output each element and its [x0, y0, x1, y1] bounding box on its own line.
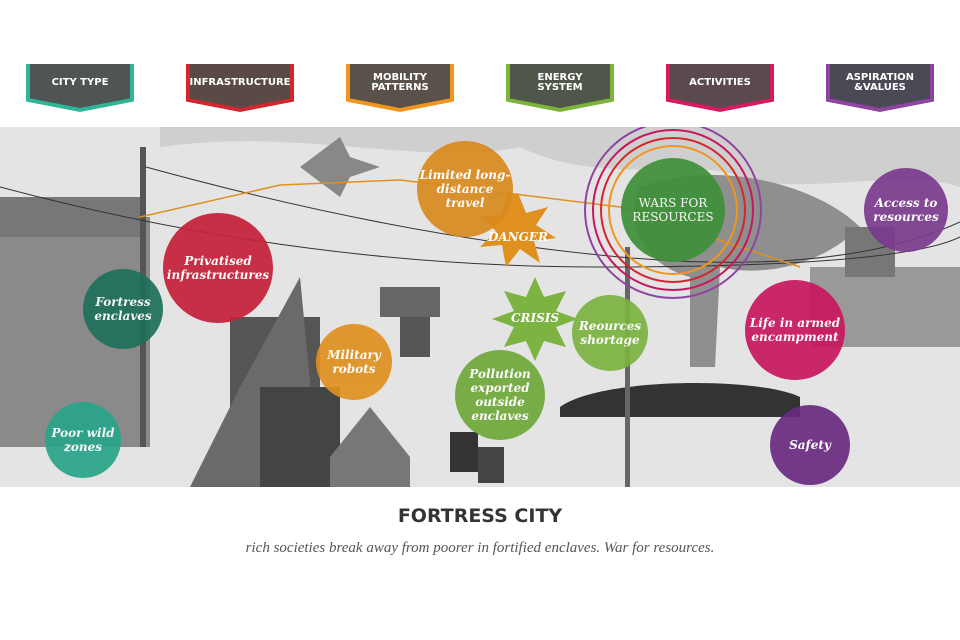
bubble-pollution-exported: Pollution exported outside enclaves: [455, 350, 545, 440]
danger-star: [480, 193, 556, 267]
bubble-life-armed-encampment: Life in armed encampment: [745, 280, 845, 380]
bubble-limited-travel: Limited long-distance travel: [417, 141, 513, 237]
tab-label: MOBILITY PATTERNS: [350, 64, 450, 108]
category-tab-aspiration: ASPIRATION &VALUES: [826, 64, 934, 112]
scenario-subtitle: rich societies break away from poorer in…: [245, 540, 715, 556]
bubble-military-robots: Military robots: [316, 324, 392, 400]
scenario-title: FORTRESS CITY: [397, 505, 563, 527]
danger-label: DANGER: [487, 230, 549, 244]
category-tab-activities: ACTIVITIES: [666, 64, 774, 112]
tab-label: INFRASTRUCTURE: [190, 64, 290, 108]
tab-label: ACTIVITIES: [670, 64, 770, 108]
crisis-label: CRISIS: [510, 311, 560, 325]
tab-label: CITY TYPE: [30, 64, 130, 108]
bubble-wars-for-resources: WARS FOR RESOURCES: [621, 158, 725, 262]
category-tab-mobility: MOBILITY PATTERNS: [346, 64, 454, 112]
tab-label: ASPIRATION &VALUES: [830, 64, 930, 108]
bubble-safety: Safety: [770, 405, 850, 485]
category-tab-energy: ENERGY SYSTEM: [506, 64, 614, 112]
category-tab-city-type: CITY TYPE: [26, 64, 134, 112]
bubble-privatised-infrastructures: Privatised infrastructures: [163, 213, 273, 323]
bubble-access-to-resources: Access to resources: [864, 168, 948, 252]
bubble-fortress-enclaves: Fortress enclaves: [83, 269, 163, 349]
bubble-poor-wild-zones: Poor wild zones: [45, 402, 121, 478]
tab-label: ENERGY SYSTEM: [510, 64, 610, 108]
crisis-star: [492, 277, 578, 361]
illustration-scene: Fortress enclaves Poor wild zones Privat…: [0, 121, 960, 487]
bubble-resources-shortage: Reources shortage: [572, 295, 648, 371]
category-tab-infrastructure: INFRASTRUCTURE: [186, 64, 294, 112]
